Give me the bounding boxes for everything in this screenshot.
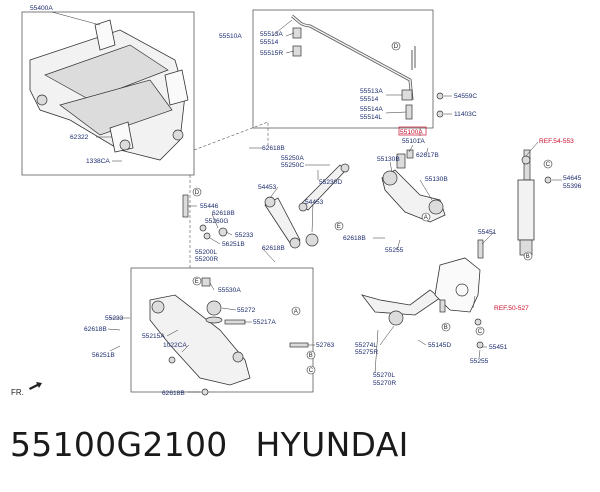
label-55451-1[interactable]: 55451: [478, 229, 497, 236]
label-52763[interactable]: 52763: [316, 342, 335, 349]
dash-frame-1: [193, 121, 269, 151]
label-55260g[interactable]: 55260G: [205, 218, 228, 225]
label-55275r[interactable]: 55275R: [355, 349, 378, 356]
marker-c-3: C: [478, 329, 483, 335]
marker-b-3: B: [444, 325, 448, 331]
label-62322[interactable]: 62322: [70, 134, 89, 141]
label-stab-bushing[interactable]: 55514: [260, 39, 279, 46]
label-stab-bushing-2[interactable]: 55514: [360, 96, 379, 103]
label-62618b-2[interactable]: 62618B: [212, 210, 235, 217]
label-54645[interactable]: 54645: [563, 175, 582, 182]
label-55270r[interactable]: 55270R: [373, 380, 396, 387]
label-62618b-1[interactable]: 62618B: [262, 145, 285, 152]
label-55396[interactable]: 55396: [563, 183, 582, 190]
marker-c-1: C: [546, 162, 551, 168]
label-55446[interactable]: 55446: [200, 203, 219, 210]
leader-lines: [51, 11, 562, 393]
label-55250a[interactable]: 55250A: [281, 155, 304, 162]
front-arrow-icon: [29, 382, 42, 390]
label-stab-bushing-a[interactable]: 55513A: [260, 31, 283, 38]
label-55215a[interactable]: 55215A: [142, 333, 165, 340]
crossmember-part: [29, 19, 189, 161]
label-54453-2[interactable]: 54453: [305, 199, 324, 206]
label-55130b-1[interactable]: 55130B: [377, 156, 400, 163]
front-direction-label: FR.: [11, 388, 24, 397]
label-crossmember[interactable]: 55400A: [30, 5, 53, 12]
label-bolt-62617b[interactable]: 62617B: [416, 152, 439, 159]
label-62618b-4[interactable]: 62618B: [343, 235, 366, 242]
label-62618b-6[interactable]: 62618B: [162, 390, 185, 397]
marker-a-1: A: [424, 215, 428, 221]
marker-b-1: B: [526, 254, 530, 260]
label-55233-2[interactable]: 55233: [105, 315, 124, 322]
label-upper-arm-55101a[interactable]: 55101A: [402, 138, 425, 145]
label-55200r[interactable]: 55200R: [195, 256, 218, 263]
label-56251b-2[interactable]: 56251B: [92, 352, 115, 359]
label-55145d[interactable]: 55145D: [428, 342, 451, 349]
part-labels: 55400A 55510A 55513A 55514 55515R 55513A…: [30, 5, 582, 397]
marker-b-2: B: [309, 353, 313, 359]
lower-arm-part: [149, 277, 309, 396]
crossmember-frame: [21, 11, 195, 176]
label-1022ca[interactable]: 1022CA: [163, 342, 187, 349]
label-55255-1[interactable]: 55255: [385, 247, 404, 254]
label-stab-link-a[interactable]: 55514A: [360, 106, 383, 113]
label-upper-arm-55100a[interactable]: 55100A: [400, 129, 423, 136]
label-55250c[interactable]: 55250C: [281, 162, 304, 169]
marker-a-2: A: [294, 309, 298, 315]
label-1338ca[interactable]: 1338CA: [86, 158, 110, 165]
marker-e-1: E: [337, 224, 341, 230]
label-55451-2[interactable]: 55451: [489, 344, 508, 351]
ref-54-553[interactable]: REF.54-553: [539, 138, 574, 145]
label-stab-bracket-r[interactable]: 55515R: [260, 50, 283, 57]
label-stab-link-l[interactable]: 55514L: [360, 114, 382, 121]
label-55233-1[interactable]: 55233: [235, 232, 254, 239]
label-nut-54559c[interactable]: 54559C: [454, 93, 477, 100]
upper-arm-part: [381, 149, 446, 223]
marker-c-2: C: [309, 368, 314, 374]
ref-50-527[interactable]: REF.50-527: [494, 305, 529, 312]
label-55274l[interactable]: 55274L: [355, 342, 377, 349]
highlight-55100a: [398, 126, 427, 136]
label-55272[interactable]: 55272: [237, 307, 256, 314]
label-stabilizer-bar[interactable]: 55510A: [219, 33, 242, 40]
links-part: [182, 163, 350, 249]
lower-arm-frame: [130, 267, 314, 393]
label-55130b-2[interactable]: 55130B: [425, 176, 448, 183]
label-54453-1[interactable]: 54453: [258, 184, 277, 191]
marker-d-2: D: [195, 190, 200, 196]
label-56251b-1[interactable]: 56251B: [222, 241, 245, 248]
label-55230d[interactable]: 55230D: [319, 179, 342, 186]
part-number-text: 55100G2100: [10, 425, 228, 464]
reference-markers: D D A B C E E A B C C B: [192, 41, 553, 375]
label-62618b-3[interactable]: 62618B: [262, 245, 285, 252]
label-55200l[interactable]: 55200L: [195, 249, 217, 256]
exploded-parts-diagram: 55400A 55510A 55513A 55514 55515R 55513A…: [21, 5, 582, 397]
label-bolt-11403c[interactable]: 11403C: [454, 111, 477, 118]
label-stab-bushing-a2[interactable]: 55513A: [360, 88, 383, 95]
label-55530a[interactable]: 55530A: [218, 287, 241, 294]
stabilizer-frame: [252, 9, 434, 129]
stabilizer-bar-part: [291, 14, 444, 120]
marker-e-2: E: [195, 279, 199, 285]
brand-text: HYUNDAI: [255, 425, 409, 464]
label-62618b-5[interactable]: 62618B: [84, 326, 107, 333]
trailing-arm-part: [360, 239, 484, 349]
label-55270l[interactable]: 55270L: [373, 372, 395, 379]
marker-d-1: D: [394, 44, 399, 50]
label-55255-2[interactable]: 55255: [470, 358, 489, 365]
label-55217a[interactable]: 55217A: [253, 319, 276, 326]
caption: 55100G2100 HYUNDAI: [10, 425, 590, 475]
shock-absorber-part: [517, 149, 552, 256]
